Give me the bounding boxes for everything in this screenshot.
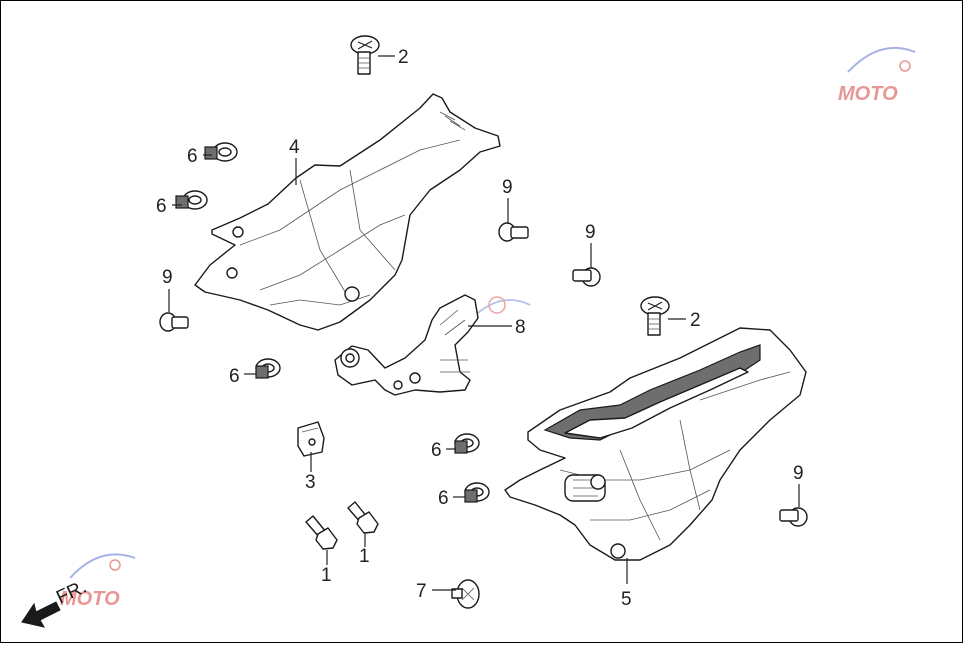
bolt-9-mid-right [572, 267, 601, 287]
clip-nut-3 [297, 421, 325, 457]
bolt-9-center [498, 222, 529, 242]
front-direction-indicator: FR. [21, 577, 90, 628]
watermark-text: MOTO [838, 83, 898, 105]
grommet-6-d [454, 433, 480, 454]
grommet-6-c [255, 358, 281, 379]
callout-7: 7 [416, 581, 427, 602]
callout-9-mid-right: 9 [585, 222, 596, 243]
callout-2-right: 2 [690, 310, 701, 331]
callout-3: 3 [305, 472, 316, 493]
callout-6-d: 6 [431, 440, 442, 461]
bolt-9-left [159, 312, 189, 332]
front-arrow-icon [21, 601, 61, 628]
callout-6-e: 6 [438, 488, 449, 509]
watermark-bottom-left: MOTO [60, 553, 136, 610]
emblem-badge [564, 474, 606, 502]
callout-9-left: 9 [162, 267, 173, 288]
screw-2-top [350, 35, 380, 75]
callout-6-b: 6 [156, 196, 167, 217]
right-side-cover [504, 327, 807, 561]
left-side-cover [194, 93, 501, 331]
grommet-6-a [204, 142, 238, 162]
leader-lines [168, 55, 800, 591]
callout-8: 8 [515, 317, 526, 338]
grommet-6-b [175, 190, 208, 210]
callout-5: 5 [621, 589, 632, 610]
callout-9-center: 9 [502, 177, 513, 198]
callout-6-c: 6 [229, 366, 240, 387]
callout-1-left: 1 [321, 565, 332, 586]
callout-6-a: 6 [187, 146, 198, 167]
bolt-9-right [779, 507, 808, 527]
hex-bolt-1-left [305, 515, 338, 550]
watermark-top-right: MOTO [838, 47, 916, 105]
trim-screw-7 [451, 579, 480, 609]
screw-2-right [640, 296, 670, 336]
callout-9-right: 9 [793, 463, 804, 484]
watermark-text: MOTO [60, 588, 120, 610]
callout-labels: 2 4 6 6 9 9 9 2 8 6 3 6 6 9 1 1 7 5 [156, 47, 804, 610]
callout-2-top: 2 [398, 47, 409, 68]
callout-1-right: 1 [359, 546, 370, 567]
side-cover-bracket [334, 294, 479, 396]
grommet-6-e [464, 482, 490, 503]
hex-bolt-1-right [347, 501, 379, 534]
callout-4: 4 [289, 137, 300, 158]
